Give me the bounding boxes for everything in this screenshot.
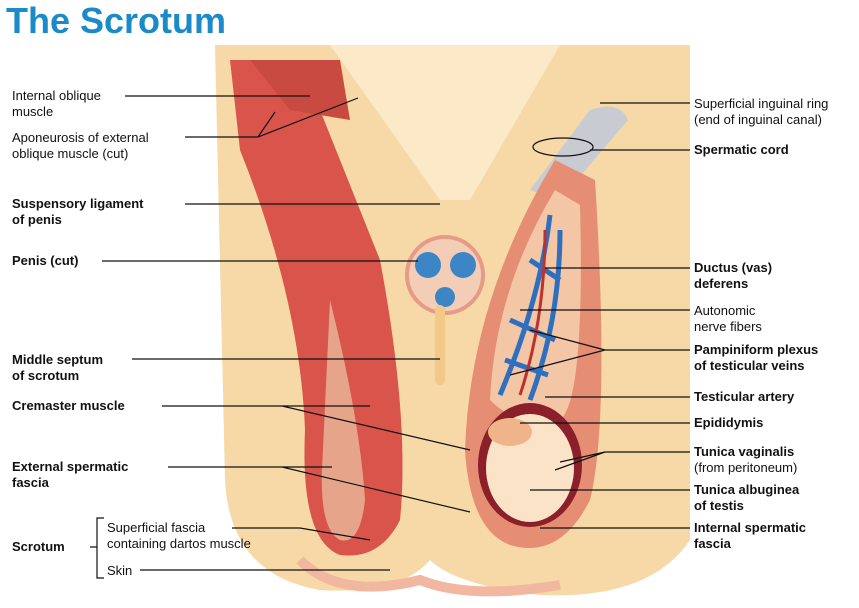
label-line: Testicular artery — [694, 389, 795, 404]
label-line: of testis — [694, 498, 744, 513]
label-line: of penis — [12, 212, 62, 227]
corpus-cavernosum-left — [415, 252, 441, 278]
label-penis: Penis (cut) — [12, 253, 78, 269]
label-line: Tunica albuginea — [694, 482, 800, 497]
label-line: Middle septum — [12, 352, 104, 367]
label-line: Internal oblique — [12, 88, 101, 103]
epididymis — [488, 418, 532, 446]
label-line: Internal spermatic — [694, 520, 806, 535]
label-line: fascia — [12, 475, 49, 490]
label-line: External spermatic — [12, 459, 129, 474]
label-epididymis: Epididymis — [694, 415, 763, 431]
label-spermatic-cord: Spermatic cord — [694, 142, 789, 158]
label-line: of testicular veins — [694, 358, 805, 373]
label-line: (end of inguinal canal) — [694, 112, 822, 127]
label-line: Autonomic — [694, 303, 756, 318]
label-tunica-vaginalis: Tunica vaginalis(from peritoneum) — [694, 444, 797, 476]
midline-fibers — [330, 45, 560, 200]
label-line: Penis (cut) — [12, 253, 79, 268]
label-line: oblique muscle (cut) — [12, 146, 129, 161]
label-line: Spermatic cord — [694, 142, 789, 157]
label-line: Superficial fascia — [107, 520, 206, 535]
label-line: Tunica vaginalis — [694, 444, 795, 459]
label-line: Pampiniform plexus — [694, 342, 819, 357]
label-line: Superficial inguinal ring — [694, 96, 829, 111]
label-scrotum: Scrotum — [12, 539, 65, 555]
label-line: nerve fibers — [694, 319, 762, 334]
label-line: Skin — [107, 563, 133, 578]
label-line: of scrotum — [12, 368, 80, 383]
testicular-artery — [518, 229, 547, 396]
corpus-spongiosum — [435, 287, 455, 307]
label-line: containing dartos muscle — [107, 536, 251, 551]
label-skin: Skin — [107, 563, 132, 579]
skin — [296, 556, 561, 597]
label-line: Scrotum — [12, 539, 65, 554]
label-line: Cremaster muscle — [12, 398, 125, 413]
internal-oblique — [250, 60, 350, 120]
label-testicular-artery: Testicular artery — [694, 389, 794, 405]
cremaster-muscle-left — [230, 60, 403, 556]
label-line: Aponeurosis of external — [12, 130, 149, 145]
label-cremaster: Cremaster muscle — [12, 398, 125, 414]
label-line: Suspensory ligament — [12, 196, 144, 211]
page-title: The Scrotum — [6, 0, 227, 41]
label-line: muscle — [12, 104, 54, 119]
label-line: (from peritoneum) — [694, 460, 798, 475]
label-line: fascia — [694, 536, 731, 551]
corpus-cavernosum-right — [450, 252, 476, 278]
label-ductus-deferens: Ductus (vas)deferens — [694, 260, 772, 292]
label-inguinal-ring: Superficial inguinal ring(end of inguina… — [694, 96, 828, 128]
leader-lines — [90, 95, 690, 579]
label-line: Epididymis — [694, 415, 764, 430]
label-line: Ductus (vas) — [694, 260, 773, 275]
label-line: deferens — [694, 276, 749, 291]
